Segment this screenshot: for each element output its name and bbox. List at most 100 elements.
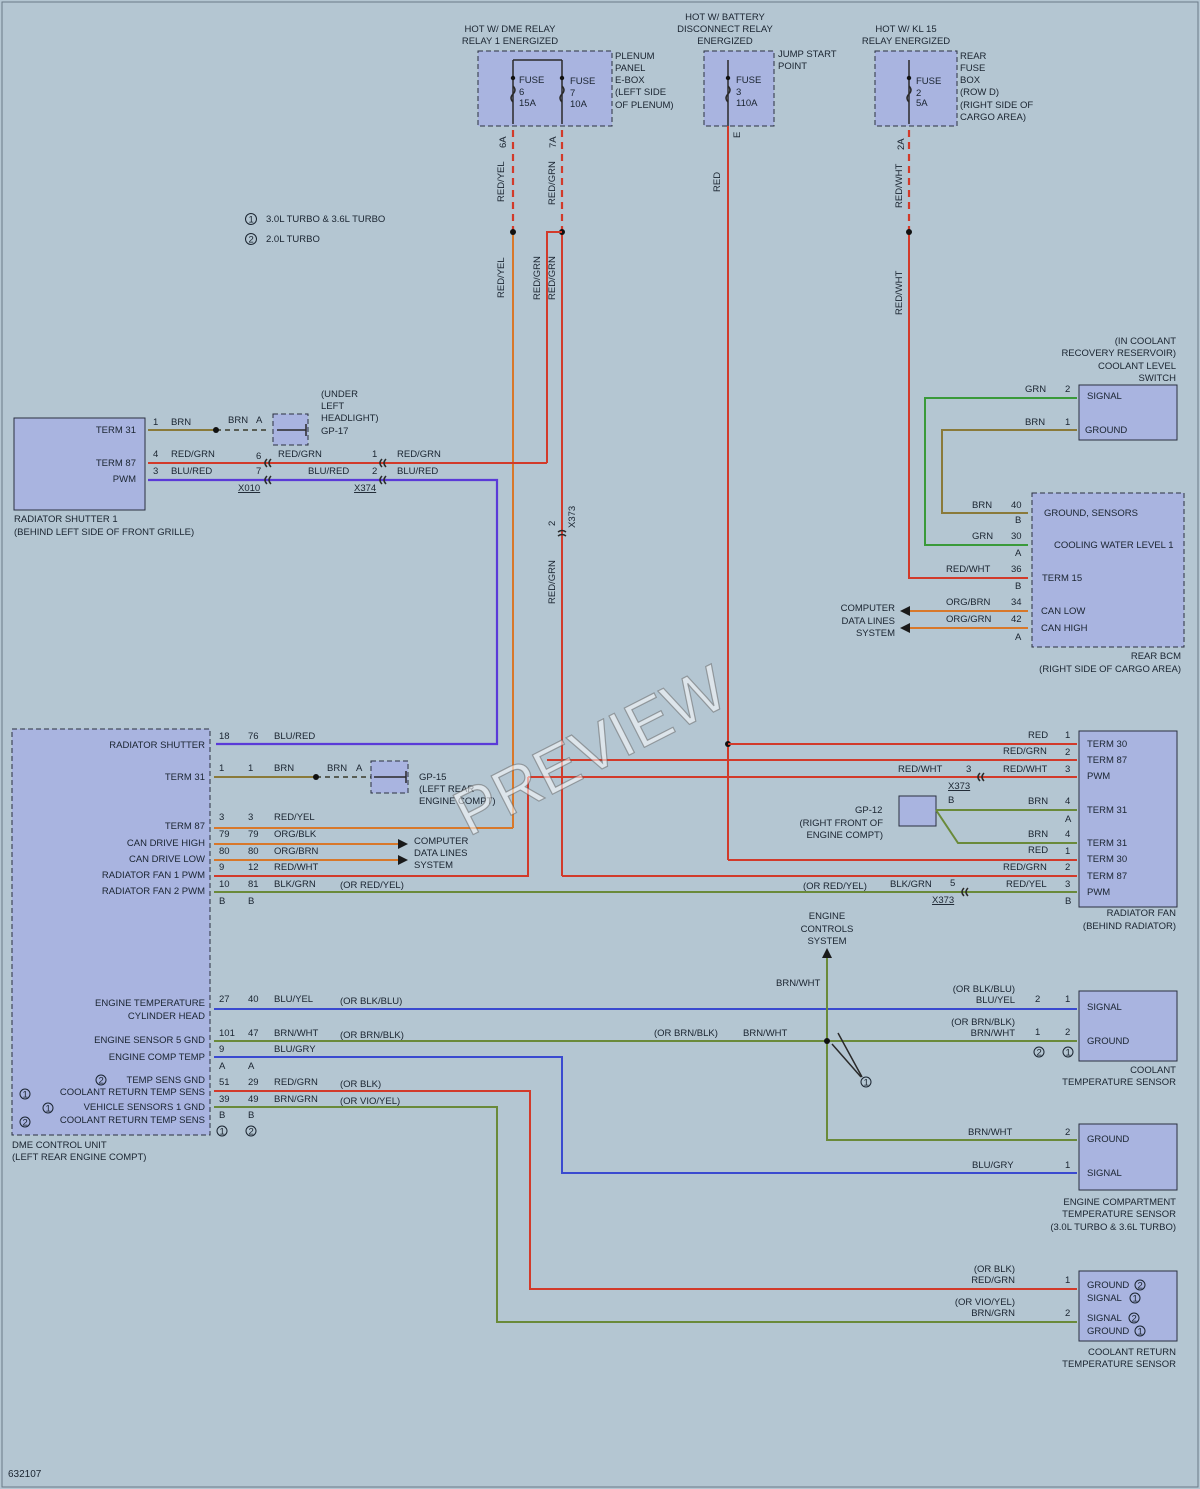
svg-text:BRN: BRN	[1028, 829, 1048, 840]
svg-text:2: 2	[547, 521, 558, 526]
svg-text:POINT: POINT	[778, 61, 807, 72]
svg-text:3: 3	[248, 812, 253, 823]
svg-text:TERM 31: TERM 31	[96, 425, 136, 436]
plenum-fuse-box: FUSE 6 15A FUSE 7 10A PLENUM PANEL E-BOX…	[462, 24, 674, 148]
svg-text:PLENUM: PLENUM	[615, 51, 655, 62]
svg-text:BRN/WHT: BRN/WHT	[971, 1028, 1016, 1039]
svg-text:RED/GRN: RED/GRN	[1003, 746, 1047, 757]
svg-text:ENGINE TEMPERATURE: ENGINE TEMPERATURE	[95, 998, 205, 1009]
svg-text:2: 2	[1132, 1314, 1137, 1325]
radiator-shutter: TERM 31 TERM 87 PWM RADIATOR SHUTTER 1 (…	[13, 389, 547, 746]
engine-controls-system: ENGINE CONTROLS SYSTEM BRN/WHT 1	[776, 911, 1077, 1141]
svg-text:101: 101	[219, 1028, 235, 1039]
svg-text:CONTROLS: CONTROLS	[801, 924, 854, 935]
svg-text:29: 29	[248, 1077, 259, 1088]
svg-text:GROUND: GROUND	[1087, 1036, 1129, 1047]
svg-text:1: 1	[220, 1127, 225, 1138]
svg-text:BRN/GRN: BRN/GRN	[274, 1094, 318, 1105]
svg-text:GROUND: GROUND	[1087, 1280, 1129, 1291]
svg-text:X374: X374	[354, 483, 376, 494]
svg-text:(OR VIO/YEL): (OR VIO/YEL)	[955, 1297, 1015, 1308]
svg-text:1: 1	[1065, 417, 1070, 428]
svg-text:BRN: BRN	[171, 417, 191, 428]
svg-text:47: 47	[248, 1028, 259, 1039]
svg-text:ENGINE SENSOR 5 GND: ENGINE SENSOR 5 GND	[94, 1035, 205, 1046]
svg-text:(LEFT REAR: (LEFT REAR	[419, 784, 474, 795]
battery-fuse-box: FUSE 3 110A JUMP START POINT HOT W/ BATT…	[677, 12, 837, 138]
svg-text:(LEFT SIDE: (LEFT SIDE	[615, 87, 666, 98]
coolant-level-switch: (IN COOLANT RECOVERY RESERVOIR) COOLANT …	[924, 336, 1178, 546]
svg-text:(OR RED/YEL): (OR RED/YEL)	[803, 881, 867, 892]
svg-text:BRN: BRN	[1025, 417, 1045, 428]
svg-text:SYSTEM: SYSTEM	[856, 628, 895, 639]
svg-text:3: 3	[736, 87, 741, 98]
svg-text:1: 1	[372, 449, 377, 460]
svg-text:GROUND: GROUND	[1087, 1326, 1129, 1337]
radiator-fan: TERM 30 TERM 87 PWM TERM 31 TERM 31 TERM…	[528, 730, 1178, 932]
svg-text:2: 2	[23, 1118, 28, 1129]
svg-text:PWM: PWM	[1087, 771, 1110, 782]
svg-text:4: 4	[1065, 829, 1070, 840]
svg-text:TERM 31: TERM 31	[1087, 805, 1127, 816]
svg-text:COMPUTER: COMPUTER	[414, 836, 469, 847]
svg-text:LEFT: LEFT	[321, 401, 344, 412]
svg-text:9: 9	[219, 1044, 224, 1055]
svg-text:REAR BCM: REAR BCM	[1131, 651, 1181, 662]
svg-text:RED/YEL: RED/YEL	[274, 812, 315, 823]
svg-text:B: B	[1065, 896, 1071, 907]
svg-text:BLK/GRN: BLK/GRN	[890, 879, 932, 890]
svg-text:COOLING WATER LEVEL 1: COOLING WATER LEVEL 1	[1054, 540, 1173, 551]
svg-text:DME CONTROL UNIT: DME CONTROL UNIT	[12, 1140, 107, 1151]
svg-text:1: 1	[864, 1078, 869, 1089]
svg-text:BRN/WHT: BRN/WHT	[968, 1127, 1013, 1138]
svg-text:JUMP START: JUMP START	[778, 49, 837, 60]
svg-text:GP-17: GP-17	[321, 426, 348, 437]
svg-text:(OR BRN/BLK): (OR BRN/BLK)	[654, 1028, 718, 1039]
svg-text:3: 3	[153, 466, 158, 477]
svg-text:CAN LOW: CAN LOW	[1041, 606, 1085, 617]
svg-text:SWITCH: SWITCH	[1139, 373, 1177, 384]
svg-text:39: 39	[219, 1094, 230, 1105]
svg-text:1: 1	[1133, 1294, 1138, 1305]
svg-text:2: 2	[372, 466, 377, 477]
svg-text:(RIGHT FRONT OF: (RIGHT FRONT OF	[799, 818, 883, 829]
dme-control-unit: RADIATOR SHUTTER TERM 31 TERM 87 CAN DRI…	[11, 728, 1077, 1323]
svg-text:(OR BLK/BLU): (OR BLK/BLU)	[340, 996, 402, 1007]
svg-text:ENGINE: ENGINE	[809, 911, 845, 922]
svg-text:CYLINDER HEAD: CYLINDER HEAD	[128, 1011, 205, 1022]
svg-text:E: E	[732, 132, 743, 138]
svg-text:GRN: GRN	[1025, 384, 1046, 395]
svg-text:B: B	[948, 795, 954, 806]
svg-text:81: 81	[248, 879, 259, 890]
svg-text:HEADLIGHT): HEADLIGHT)	[321, 413, 379, 424]
svg-text:SIGNAL: SIGNAL	[1087, 1002, 1122, 1013]
svg-text:3: 3	[219, 812, 224, 823]
svg-text:(UNDER: (UNDER	[321, 389, 358, 400]
svg-text:RED/YEL: RED/YEL	[496, 257, 507, 298]
svg-text:1: 1	[153, 417, 158, 428]
svg-text:RED/GRN: RED/GRN	[532, 256, 543, 300]
svg-text:GP-12: GP-12	[855, 805, 882, 816]
svg-text:2: 2	[1065, 747, 1070, 758]
svg-text:7: 7	[570, 88, 575, 99]
svg-text:80: 80	[248, 846, 259, 857]
svg-text:76: 76	[248, 731, 259, 742]
svg-text:OF PLENUM): OF PLENUM)	[615, 100, 674, 111]
svg-text:(3.0L TURBO & 3.6L TURBO): (3.0L TURBO & 3.6L TURBO)	[1050, 1222, 1176, 1233]
svg-text:FUSE: FUSE	[570, 76, 595, 87]
svg-text:RED/WHT: RED/WHT	[894, 163, 905, 208]
svg-text:2: 2	[249, 1127, 254, 1138]
svg-text:40: 40	[1011, 500, 1022, 511]
svg-text:B: B	[1015, 581, 1021, 592]
svg-text:COMPUTER: COMPUTER	[841, 603, 896, 614]
svg-text:ORG/BRN: ORG/BRN	[274, 846, 318, 857]
svg-text:RED/YEL: RED/YEL	[1006, 879, 1047, 890]
svg-text:TEMPERATURE SENSOR: TEMPERATURE SENSOR	[1062, 1359, 1176, 1370]
svg-text:5A: 5A	[916, 98, 928, 109]
svg-text:(OR BRN/BLK): (OR BRN/BLK)	[340, 1030, 404, 1041]
svg-text:15A: 15A	[519, 98, 537, 109]
svg-text:6: 6	[519, 87, 524, 98]
svg-text:COOLANT LEVEL: COOLANT LEVEL	[1098, 361, 1176, 372]
svg-text:49: 49	[248, 1094, 259, 1105]
